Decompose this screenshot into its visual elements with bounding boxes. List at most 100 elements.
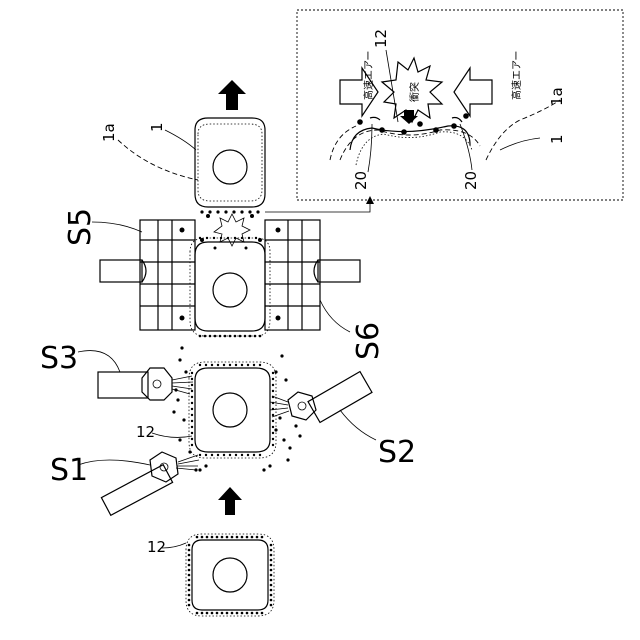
particle bbox=[191, 396, 193, 398]
ref-1a: 1a bbox=[100, 123, 118, 142]
particle bbox=[259, 454, 261, 456]
particle bbox=[246, 612, 249, 615]
particle bbox=[270, 554, 273, 557]
particle bbox=[211, 364, 213, 366]
particle bbox=[226, 536, 229, 539]
spray-droplet bbox=[178, 358, 181, 361]
particle bbox=[272, 414, 274, 416]
particle bbox=[235, 454, 237, 456]
particle bbox=[191, 444, 193, 446]
particle bbox=[214, 335, 217, 338]
particle bbox=[253, 364, 255, 366]
ref-20-right: 20 bbox=[462, 171, 480, 190]
particle bbox=[259, 364, 261, 366]
spray-droplet bbox=[198, 468, 201, 471]
spray-droplet bbox=[274, 428, 277, 431]
particle bbox=[270, 604, 273, 607]
spray-nozzle-s1 bbox=[101, 452, 199, 515]
air-jet-arrow-icon bbox=[454, 68, 492, 116]
spray-droplet bbox=[194, 468, 197, 471]
label-s2: S2 bbox=[378, 435, 416, 470]
particle bbox=[206, 536, 209, 539]
particle bbox=[211, 536, 214, 539]
particle bbox=[188, 574, 191, 577]
particle bbox=[270, 564, 273, 567]
particle bbox=[234, 335, 237, 338]
spray-droplet bbox=[274, 370, 277, 373]
particle bbox=[213, 237, 215, 239]
particle bbox=[191, 372, 193, 374]
particle bbox=[188, 599, 191, 602]
particle bbox=[272, 426, 274, 428]
particle bbox=[244, 335, 247, 338]
particle bbox=[226, 612, 229, 615]
finished-tablet bbox=[195, 118, 265, 214]
air-block-s6 bbox=[265, 220, 360, 330]
particle bbox=[188, 579, 191, 582]
particle bbox=[246, 536, 249, 539]
particle bbox=[247, 364, 249, 366]
ref-12-inset: 12 bbox=[372, 29, 390, 48]
spray-station-tablet bbox=[189, 362, 276, 458]
particle bbox=[188, 594, 191, 597]
particle bbox=[200, 210, 203, 213]
particle-layer bbox=[200, 210, 259, 213]
particle bbox=[199, 335, 202, 338]
particle bbox=[209, 335, 212, 338]
particle bbox=[256, 612, 259, 615]
particle bbox=[251, 612, 254, 615]
particle bbox=[223, 454, 225, 456]
particle bbox=[216, 210, 219, 213]
particle bbox=[256, 536, 259, 539]
particle bbox=[241, 454, 243, 456]
particle bbox=[191, 390, 193, 392]
spray-droplet bbox=[278, 416, 281, 419]
particle bbox=[199, 364, 201, 366]
spray-droplet bbox=[180, 346, 183, 349]
particle bbox=[224, 335, 227, 338]
particle bbox=[229, 364, 231, 366]
particle bbox=[188, 559, 191, 562]
particle bbox=[270, 549, 273, 552]
particle bbox=[270, 544, 273, 547]
incoming-tablet bbox=[186, 534, 274, 616]
particle bbox=[272, 390, 274, 392]
particle bbox=[188, 604, 191, 607]
label-s1: S1 bbox=[50, 453, 88, 488]
particle bbox=[241, 612, 244, 615]
particle bbox=[254, 335, 257, 338]
particle bbox=[191, 426, 193, 428]
particle bbox=[211, 454, 213, 456]
spray-droplet bbox=[284, 378, 287, 381]
spray-droplet bbox=[288, 446, 291, 449]
particle bbox=[188, 589, 191, 592]
particle bbox=[270, 569, 273, 572]
particle bbox=[241, 364, 243, 366]
particle bbox=[191, 384, 193, 386]
particle bbox=[231, 536, 234, 539]
particle bbox=[259, 335, 262, 338]
particle bbox=[229, 454, 231, 456]
particle bbox=[201, 536, 204, 539]
particle bbox=[272, 444, 274, 446]
particle bbox=[205, 454, 207, 456]
particle bbox=[272, 420, 274, 422]
spray-droplet bbox=[280, 354, 283, 357]
spray-droplet bbox=[184, 370, 187, 373]
particle bbox=[188, 549, 191, 552]
particle bbox=[270, 584, 273, 587]
particle bbox=[201, 612, 204, 615]
ref-12-mid: 12 bbox=[136, 423, 155, 441]
particle bbox=[248, 210, 251, 213]
particle bbox=[216, 536, 219, 539]
particle bbox=[188, 554, 191, 557]
label-s5: S5 bbox=[63, 208, 98, 246]
particle bbox=[270, 589, 273, 592]
spray-droplet bbox=[176, 398, 179, 401]
particle bbox=[240, 210, 243, 213]
air-label-right: 高速エアー bbox=[510, 51, 523, 100]
particle bbox=[272, 432, 274, 434]
collision-label: 衝突 bbox=[408, 82, 421, 102]
particle bbox=[208, 210, 211, 213]
particle bbox=[188, 564, 191, 567]
